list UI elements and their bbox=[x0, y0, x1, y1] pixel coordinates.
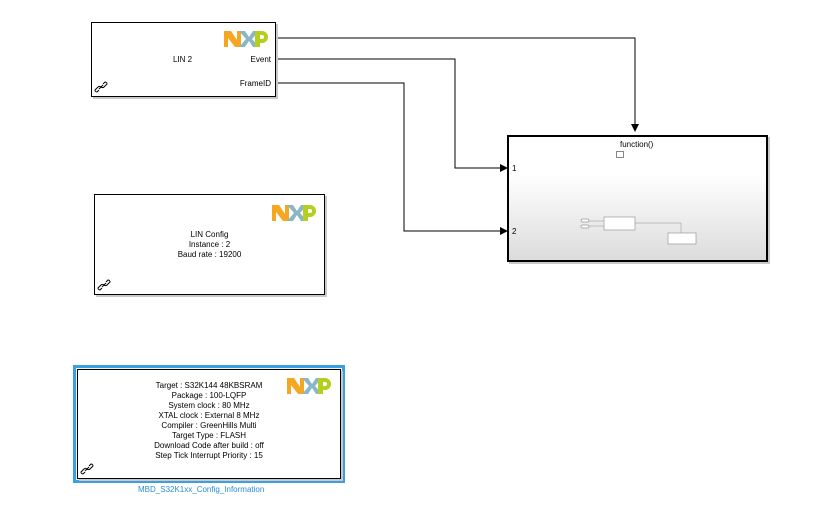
nxp-logo bbox=[287, 378, 331, 394]
config-info-line: Compiler : GreenHills Multi bbox=[161, 421, 257, 430]
lin-config-text: LIN Config Instance : 2 Baud rate : 1920… bbox=[95, 230, 324, 260]
lin-config-line: Baud rate : 19200 bbox=[177, 250, 242, 259]
frameid-port-label: FrameID bbox=[239, 79, 271, 88]
lin-config-block[interactable]: LIN Config Instance : 2 Baud rate : 1920… bbox=[94, 194, 325, 295]
subsystem-preview bbox=[580, 216, 697, 245]
event-wire-to-trigger bbox=[276, 37, 639, 132]
frameid-wire-to-input-2 bbox=[276, 82, 508, 235]
lin-config-line: Instance : 2 bbox=[188, 240, 231, 249]
nxp-logo bbox=[272, 205, 316, 221]
link-icon bbox=[80, 463, 94, 475]
config-info-text: Target : S32K144 48KBSRAM Package : 100-… bbox=[78, 381, 340, 461]
config-info-line: System clock : 80 MHz bbox=[168, 401, 250, 410]
config-info-line: Target : S32K144 48KBSRAM bbox=[155, 381, 263, 390]
link-icon bbox=[97, 279, 111, 291]
lin2-title: LIN 2 bbox=[173, 55, 193, 64]
config-info-block[interactable]: Target : S32K144 48KBSRAM Package : 100-… bbox=[77, 369, 341, 479]
event-port-label: Event bbox=[250, 55, 271, 64]
function-call-subsystem[interactable]: function() 1 2 bbox=[507, 135, 768, 262]
config-info-line: Step Tick Interrupt Priority : 15 bbox=[155, 451, 263, 460]
config-info-line: Download Code after build : off bbox=[154, 441, 264, 450]
trigger-icon bbox=[616, 151, 624, 158]
nxp-logo bbox=[224, 31, 268, 47]
link-icon bbox=[94, 81, 108, 93]
config-info-line: Package : 100-LQFP bbox=[171, 391, 247, 400]
config-info-line: XTAL clock : External 8 MHz bbox=[158, 411, 260, 420]
input-port-1-label: 1 bbox=[512, 164, 517, 173]
input-port-2-label: 2 bbox=[512, 227, 517, 236]
lin2-block[interactable]: LIN 2 Event FrameID bbox=[91, 22, 276, 97]
config-info-line: Target Type : FLASH bbox=[171, 431, 247, 440]
lin-config-line: LIN Config bbox=[190, 230, 229, 239]
trigger-label: function() bbox=[620, 140, 654, 149]
config-info-caption[interactable]: MBD_S32K1xx_Config_Information bbox=[138, 485, 265, 494]
event-wire-to-input-1 bbox=[276, 58, 508, 172]
